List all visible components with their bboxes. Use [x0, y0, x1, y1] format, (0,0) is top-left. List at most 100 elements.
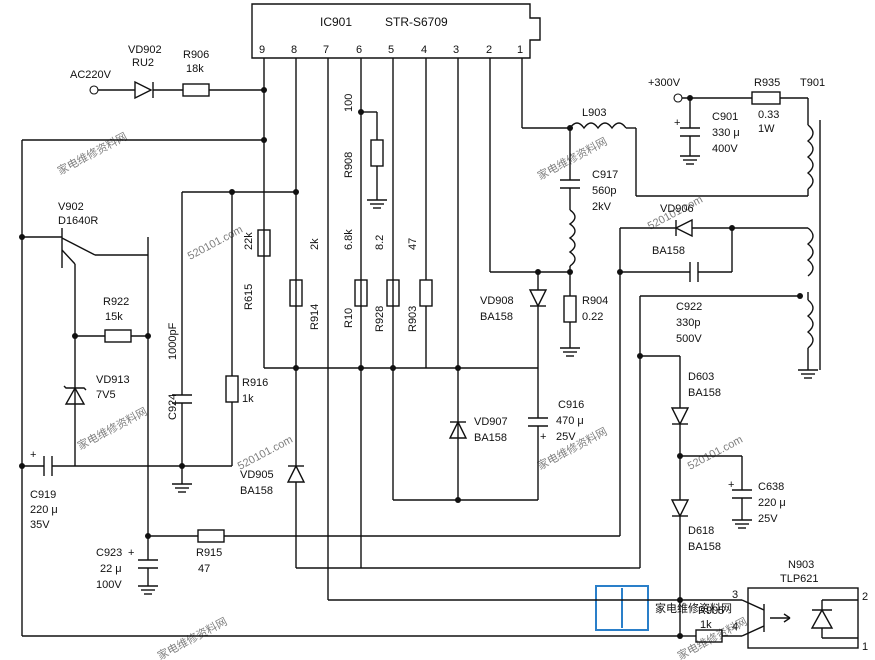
r615-resistor-icon — [257, 229, 271, 257]
vd905-ref: VD905 — [240, 469, 274, 481]
t901-primary-icon — [806, 124, 814, 190]
ic-pin-8: 8 — [291, 44, 297, 56]
r908: 100 R908 — [343, 94, 387, 209]
watermark-url: 520101.com — [186, 224, 245, 263]
r922-resistor-icon — [104, 329, 132, 343]
r10-resistor-icon — [354, 279, 368, 307]
watermark-url: 520101.com — [236, 434, 295, 473]
n903-pin-3: 3 — [732, 589, 738, 601]
l903-winding-icon — [568, 209, 576, 267]
watermark-site: 家电维修资料网 — [675, 614, 750, 660]
r935-value2: 1W — [758, 123, 775, 135]
c901-value2: 400V — [712, 143, 738, 155]
r906-value: 18k — [186, 63, 204, 75]
r904-ref: R904 — [582, 295, 608, 307]
input-terminal — [89, 85, 99, 95]
c916-ref: C916 — [558, 399, 584, 411]
r10-value: 6.8k — [343, 229, 355, 250]
ic901: IC901 STR-S6709 9 8 7 6 5 4 3 2 1 — [251, 3, 541, 59]
t901-aux2-winding-icon — [806, 299, 814, 349]
supply-300v: +300V R935 0.33 1W T901 + C901 330 μ 400… — [648, 77, 825, 165]
n903-led-icon — [810, 608, 834, 629]
r905-n903: R905 1k N903 TLP621 3 4 2 1 — [677, 559, 868, 653]
c638-value2: 25V — [758, 513, 778, 525]
c922-value2: 500V — [676, 333, 702, 345]
r914-ref: R914 — [309, 304, 321, 330]
r908-ref: R908 — [343, 152, 355, 178]
c923-plus: + — [128, 547, 134, 559]
r935-ref: R935 — [754, 77, 780, 89]
c922-value1: 330p — [676, 317, 700, 329]
watermark: 家电维修资料网 520101.com 家电维修资料网 520101.com 家电… — [55, 129, 750, 660]
r10-ref: R10 — [343, 308, 355, 328]
c923-ref: C923 — [96, 547, 122, 559]
vd902-diode-icon — [134, 80, 153, 100]
r922-ref: R922 — [103, 296, 129, 308]
vd908-value: BA158 — [480, 311, 513, 323]
r905-ref: R905 — [698, 605, 724, 617]
ic-pin-5: 5 — [388, 44, 394, 56]
r915: R915 47 — [148, 529, 620, 575]
t901-aux-winding-icon — [806, 227, 814, 277]
d618-ref: D618 — [688, 525, 714, 537]
pin-resistors: 2k R914 6.8k R10 8.2 R928 47 R903 — [264, 229, 433, 371]
d603-diode-icon — [670, 407, 690, 426]
c919-ref: C919 — [30, 489, 56, 501]
c923: + C923 22 μ 100V — [96, 547, 158, 595]
vd906-ref: VD906 — [660, 203, 694, 215]
l903-inductor-icon — [569, 122, 627, 130]
r916-ref: R916 — [242, 377, 268, 389]
vd908-ref: VD908 — [480, 295, 514, 307]
r922-vd913: R922 15k VD913 7V5 — [63, 255, 151, 560]
vd908-diode-icon — [528, 289, 548, 308]
vd906-c922: VD906 BA158 C922 330p 500V — [617, 203, 808, 536]
n903-optocoupler-box — [747, 587, 859, 649]
watermark-logo-text: 家电维修资料网 — [655, 601, 732, 615]
ic-pin-7: 7 — [323, 44, 329, 56]
vd902-value: RU2 — [132, 57, 154, 69]
ic-ref: IC901 — [320, 15, 352, 29]
vd905-diode-icon — [286, 464, 306, 483]
c638-ref: C638 — [758, 481, 784, 493]
vd905-value: BA158 — [240, 485, 273, 497]
n903-pin-1: 1 — [862, 641, 868, 653]
r914-resistor-icon — [289, 279, 303, 307]
n903-pin-4: 4 — [732, 621, 738, 633]
r914-value: 2k — [309, 238, 321, 250]
supply-terminal — [673, 93, 683, 103]
r615-ref: R615 — [243, 284, 255, 310]
ic-pin-1: 1 — [517, 44, 523, 56]
d603-ref: D603 — [688, 371, 714, 383]
vd902-ref: VD902 — [128, 44, 162, 56]
c916-plus: + — [540, 431, 546, 443]
v902-ref: V902 — [58, 201, 84, 213]
c916-value1: 470 μ — [556, 415, 584, 427]
ic-pin-9: 9 — [259, 44, 265, 56]
v902-transistor: V902 D1640R — [22, 201, 149, 466]
t901-ref: T901 — [800, 77, 825, 89]
n903-value: TLP621 — [780, 573, 819, 585]
vd913-value: 7V5 — [96, 389, 116, 401]
t901-transformer — [635, 120, 821, 379]
r903-ref: R903 — [407, 306, 419, 332]
ic-body — [251, 3, 541, 59]
ic-pin-3: 3 — [453, 44, 459, 56]
c924-ref: C924 — [167, 394, 179, 420]
input-label: AC220V — [70, 69, 112, 81]
watermark-site: 家电维修资料网 — [55, 129, 130, 178]
r903-value: 47 — [407, 238, 419, 250]
ic-pin-4: 4 — [421, 44, 427, 56]
d618-diode-icon — [670, 499, 690, 518]
r906-resistor-icon — [182, 83, 210, 97]
d603-d618-c638: D603 BA158 + C638 220 μ 25V D618 BA158 — [630, 295, 800, 636]
r915-resistor-icon — [197, 529, 225, 543]
c917-value2: 2kV — [592, 201, 612, 213]
vd905: VD905 BA158 — [240, 464, 630, 569]
c924-value: 1000pF — [167, 322, 179, 360]
r905-value: 1k — [700, 619, 712, 631]
v902-value: D1640R — [58, 215, 98, 227]
pin-leads — [263, 58, 523, 600]
ic-pin-2: 2 — [486, 44, 492, 56]
l903-ref: L903 — [582, 107, 606, 119]
